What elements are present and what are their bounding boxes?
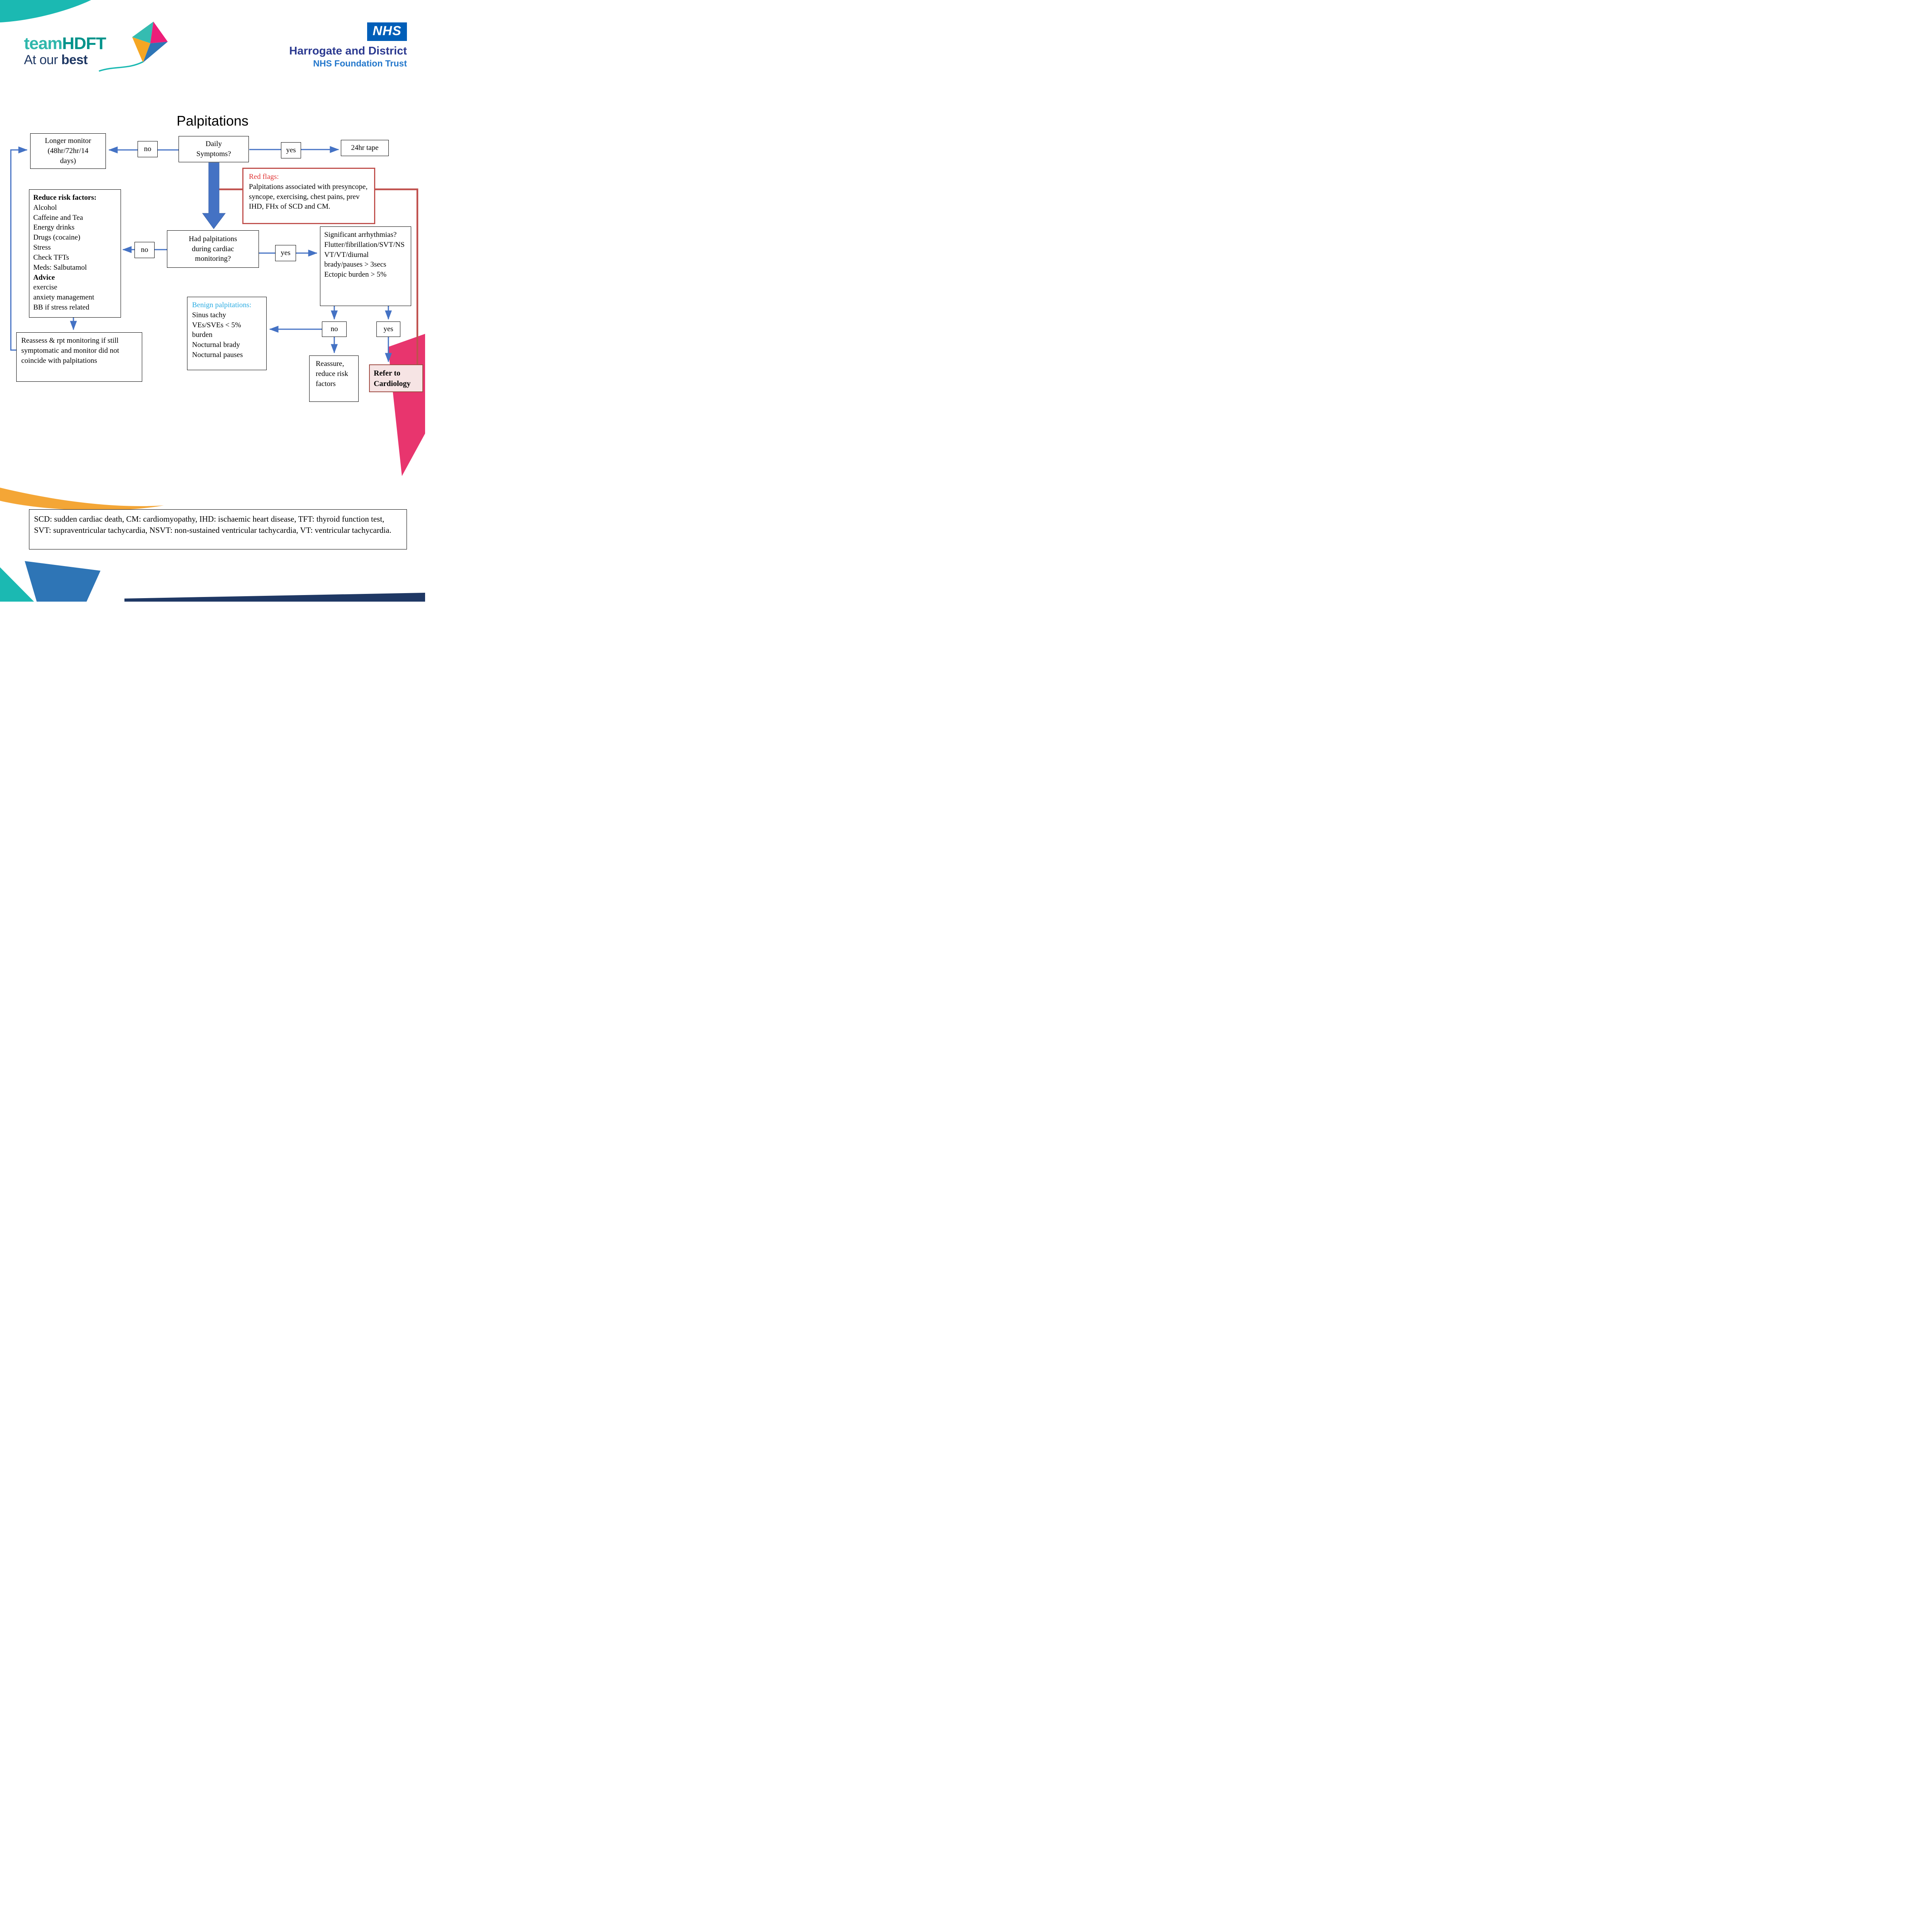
advice-title: Advice [33, 273, 55, 282]
advice-item-exercise: exercise [33, 283, 58, 292]
yes-box-1: yes [281, 142, 301, 158]
connector-reassess-loop [10, 146, 28, 351]
benign-item-pauses: Nocturnal pauses [192, 351, 243, 359]
logo-hdft-text: HDFT [62, 34, 106, 53]
logo-tagline-regular: At our [24, 53, 61, 67]
had-palpitations-box: Had palpitations during cardiac monitori… [167, 230, 259, 268]
navy-bottom-bar [124, 593, 425, 602]
advice-item-bb: BB if stress related [33, 303, 90, 312]
risk-item-caffeine: Caffeine and Tea [33, 213, 83, 222]
risk-item-energy-drinks: Energy drinks [33, 223, 75, 232]
risk-item-drugs: Drugs (cocaine) [33, 233, 80, 242]
teal-corner-swoosh [0, 0, 91, 22]
nhs-trust-type: NHS Foundation Trust [313, 58, 407, 68]
teamhdft-logo: teamHDFT At our best [24, 34, 106, 68]
palpitations-pathway-page: teamHDFT At our best NHS Harrogate and D… [0, 0, 425, 602]
page-title: Palpitations [176, 113, 249, 129]
benign-palpitations-box: Benign palpitations: Sinus tachy VEs/SVE… [187, 297, 267, 370]
no-box-3: no [322, 321, 347, 337]
teamhdft-wordmark: teamHDFT [24, 34, 106, 53]
red-flags-body: Palpitations associated with presyncope,… [249, 182, 368, 211]
nhs-trust-name: Harrogate and District [289, 45, 407, 57]
reassure-box: Reassure, reduce risk factors [309, 355, 359, 402]
no-box-2: no [134, 242, 155, 258]
risk-item-alcohol: Alcohol [33, 203, 57, 212]
abbreviations-footnote: SCD: sudden cardiac death, CM: cardiomyo… [29, 509, 407, 549]
benign-item-sinus: Sinus tachy [192, 311, 226, 319]
yes-box-3: yes [376, 321, 400, 337]
kite-logo-icon [99, 22, 168, 72]
nhs-header: NHS Harrogate and District NHS Foundatio… [289, 22, 407, 69]
logo-tagline: At our best [24, 53, 106, 68]
benign-item-brady: Nocturnal brady [192, 341, 240, 349]
significant-arrhythmias-box: Significant arrhythmias? Flutter/fibrill… [320, 226, 411, 306]
blue-bottom-shape [25, 561, 100, 602]
orange-swoosh-shape [0, 488, 164, 510]
reassess-box: Reassess & rpt monitoring if still sympt… [16, 332, 142, 382]
red-flags-box: Red flags: Palpitations associated with … [242, 168, 375, 224]
no-box-1: no [138, 141, 158, 157]
daily-symptoms-box: Daily Symptoms? [179, 136, 249, 162]
refer-to-cardiology-box: Refer to Cardiology [369, 364, 423, 392]
teal-bottom-corner-shape [0, 567, 34, 602]
logo-tagline-bold: best [61, 53, 88, 67]
advice-item-anxiety: anxiety management [33, 293, 94, 302]
red-flags-title: Red flags: [249, 173, 279, 181]
reduce-risk-title: Reduce risk factors: [33, 194, 97, 202]
reduce-risk-factors-box: Reduce risk factors: Alcohol Caffeine an… [29, 189, 121, 318]
risk-item-tfts: Check TFTs [33, 253, 69, 262]
longer-monitor-box: Longer monitor (48hr/72hr/14 days) [30, 133, 106, 169]
yes-box-2: yes [275, 245, 296, 261]
24hr-tape-box: 24hr tape [341, 140, 389, 156]
risk-item-meds: Meds: Salbutamol [33, 263, 87, 272]
risk-item-stress: Stress [33, 243, 51, 252]
nhs-logo: NHS [367, 22, 407, 41]
decorative-shapes [0, 0, 425, 602]
benign-title: Benign palpitations: [192, 301, 252, 309]
logo-team-text: team [24, 34, 63, 53]
big-down-arrow [202, 162, 226, 229]
benign-item-ves: VEs/SVEs < 5% burden [192, 321, 241, 339]
